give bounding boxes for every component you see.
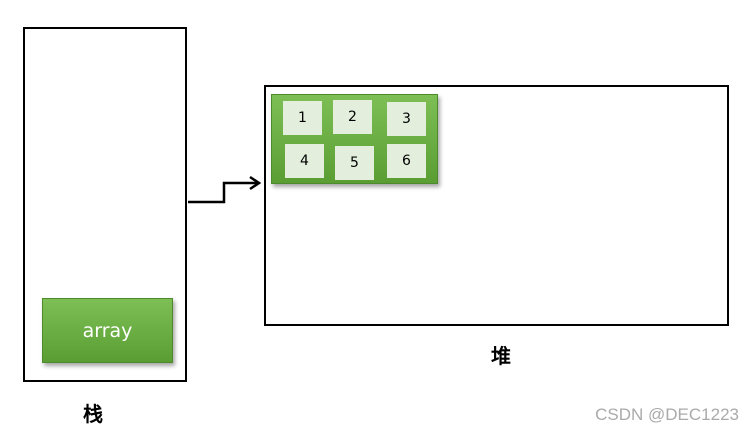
array-element: 6 (387, 144, 426, 178)
arrow-head-icon (249, 175, 262, 191)
array-variable-label: array (82, 319, 133, 342)
stack-caption: 栈 (83, 402, 103, 426)
array-reference-variable: array (42, 298, 173, 363)
reference-arrow-line (188, 181, 258, 204)
array-element: 3 (387, 102, 426, 136)
heap-caption: 堆 (491, 344, 511, 368)
array-element: 1 (283, 101, 322, 135)
watermark: CSDN @DEC1223 (595, 405, 739, 424)
array-element: 4 (285, 144, 324, 178)
array-element: 2 (333, 100, 372, 134)
array-element: 5 (335, 146, 374, 180)
